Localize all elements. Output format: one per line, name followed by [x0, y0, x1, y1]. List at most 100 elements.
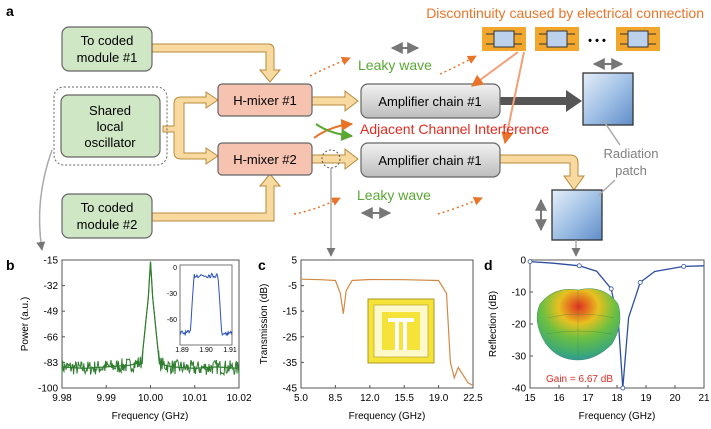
connector-module-2 — [535, 27, 579, 51]
ytick-label: -40 — [512, 384, 527, 395]
panel-b-inset-line — [179, 272, 233, 337]
coded-module-2-line2: module #2 — [77, 217, 138, 232]
amplifier-chain-1-block — [360, 83, 501, 119]
flow-arrows — [151, 43, 585, 222]
xtick-label: 17 — [582, 393, 594, 404]
h-mixer-1-label: H-mixer #1 — [233, 93, 297, 108]
ytick-label: -5 — [288, 281, 297, 292]
gain-label: Gain = 6.67 dB — [546, 374, 613, 385]
reflection-marker — [620, 385, 626, 391]
xtick-label: 10.00 — [138, 393, 163, 404]
leaky-wave-top-arc-left — [309, 56, 351, 77]
inset-ytick-0: 0 — [173, 265, 177, 272]
ytick-label: -66 — [44, 332, 59, 343]
ytick-label: -45 — [283, 384, 298, 395]
connector-module-1 — [482, 27, 526, 51]
panel-d-reflection-line — [529, 260, 705, 389]
xtick-label: 12.0 — [360, 393, 380, 404]
radiation-lobe — [536, 288, 621, 361]
panel-a-label: a — [6, 3, 14, 19]
h-mixer-1-block — [217, 83, 313, 117]
inset-xtick-190: 1.90 — [199, 347, 213, 354]
ytick-label: -15 — [44, 256, 59, 267]
reflection-marker — [681, 263, 687, 269]
oscillator-line2: local — [97, 119, 124, 134]
aci-label: Adjacent Channel Interference — [360, 121, 549, 137]
xtick-label: 9.98 — [52, 393, 72, 404]
radiation-pointer-1 — [602, 119, 621, 146]
ytick-label: -25 — [283, 332, 298, 343]
panel-d-ylabel: Reflection (dB) — [488, 291, 499, 357]
amplifier-chain-2-label: Amplifier chain #1 — [378, 153, 481, 168]
coded-module-1-line2: module #1 — [77, 50, 138, 65]
inset-xtick-189: 1.89 — [175, 347, 189, 354]
radiation-patch-1 — [582, 72, 634, 126]
arrow-amp2-to-patch2 — [499, 154, 585, 191]
connector-modules: • • • — [482, 27, 660, 51]
inset-xtick-191: 1.91 — [223, 347, 237, 354]
xtick-label: 8.5 — [328, 393, 342, 404]
leaky-wave-top-label: Leaky wave — [358, 57, 432, 73]
ytick-label: -15 — [283, 307, 298, 318]
radiation-patch-2 — [551, 189, 603, 241]
oscillator-outline — [53, 86, 168, 166]
coded-module-2-line1: To coded — [81, 200, 134, 215]
xtick-label: 16 — [553, 393, 565, 404]
h-mixer-2-label: H-mixer #2 — [233, 152, 297, 167]
oscillator-line1: Shared — [89, 103, 131, 118]
reflection-marker — [527, 259, 533, 265]
panel-c-xlabel: Frequency (GHz) — [349, 411, 426, 422]
oscillator-block — [60, 94, 161, 158]
xtick-label: 15 — [524, 393, 536, 404]
oscillator-down-arrow — [36, 149, 53, 251]
connector-ellipsis: • • • — [588, 35, 606, 47]
coded-module-1-line1: To coded — [81, 33, 134, 48]
panel-b-yticks: -15-32-49-66-83-100 — [38, 256, 65, 395]
arrow-coded2-to-mixer2 — [151, 173, 282, 222]
panel-b-label: b — [6, 257, 15, 273]
arrow-oscillator-split — [162, 91, 219, 165]
reflection-marker — [608, 286, 614, 292]
radiation-patch-line2: patch — [615, 163, 647, 178]
ytick-label: -35 — [283, 358, 298, 369]
panel-b-peak-line — [61, 261, 240, 370]
panel-c-yticks: 5-5-15-25-35-45 — [283, 256, 304, 395]
amplifier-chain-2-block — [360, 142, 501, 178]
reflection-marker — [637, 279, 643, 285]
ytick-label: -49 — [44, 307, 59, 318]
ytick-label: -30 — [512, 352, 527, 363]
panel-b-xlabel: Frequency (GHz) — [112, 411, 189, 422]
arrow-coded1-to-mixer1 — [151, 43, 282, 83]
panel-c-transmission-line — [300, 278, 474, 386]
panel-c-label: c — [258, 257, 266, 273]
panel-d-markers — [527, 259, 687, 391]
coded-module-2-block — [61, 193, 153, 239]
amplifier-chain-1-label: Amplifier chain #1 — [378, 94, 481, 109]
arrow-amp1-to-patch1 — [500, 90, 582, 112]
discontinuity-pointer-1 — [471, 51, 519, 87]
xtick-label: 10.02 — [226, 393, 251, 404]
panel-d-label: d — [484, 257, 493, 273]
xtick-label: 15.5 — [394, 393, 414, 404]
ytick-label: -83 — [44, 358, 59, 369]
xtick-label: 19.0 — [429, 393, 449, 404]
h-mixer-2-block — [217, 142, 313, 176]
filter-structure — [367, 298, 435, 364]
xtick-label: 10.01 — [182, 393, 207, 404]
ytick-label: -32 — [44, 281, 59, 292]
panel-c-xticks: 5.0 8.5 12.0 15.5 19.0 22.5 — [294, 385, 483, 404]
leaky-wave-bottom-label: Leaky wave — [357, 187, 431, 203]
radiation-pointer-2 — [597, 179, 616, 197]
arrow-mixer2-to-amp2 — [311, 147, 359, 171]
reflection-marker — [576, 263, 582, 269]
leaky-wave-bottom-arc-left — [293, 197, 341, 215]
radiation-patch-line1: Radiation — [604, 146, 659, 161]
xtick-label: 5.0 — [294, 393, 308, 404]
xtick-label: 18 — [611, 393, 623, 404]
ytick-label: -10 — [512, 288, 527, 299]
xtick-label: 22.5 — [463, 393, 483, 404]
